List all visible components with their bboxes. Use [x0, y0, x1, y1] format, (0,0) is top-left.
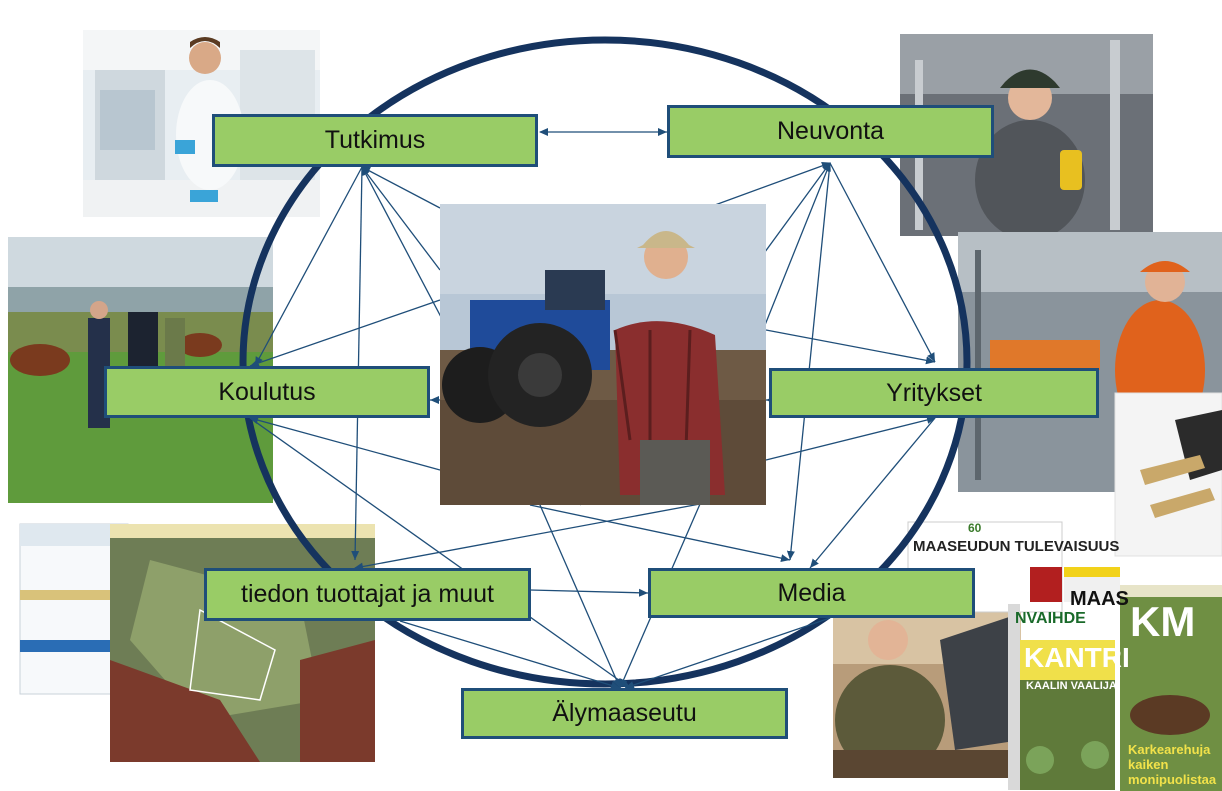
vaihde-text: NVAIHDE [1015, 610, 1086, 627]
farmer-with-tractor-photo [440, 204, 766, 505]
node-tutkimus: Tutkimus [212, 114, 538, 167]
km-magazine [1120, 585, 1222, 791]
advisor-photo [900, 34, 1153, 240]
node-tiedon: tiedon tuottajat ja muut [204, 568, 531, 621]
connection-arrow [361, 166, 441, 209]
kantri-magazine [1020, 640, 1115, 790]
connection-arrow [399, 620, 621, 690]
connection-arrow [249, 417, 631, 689]
connection-arrow [786, 162, 831, 561]
connection-arrow [529, 588, 649, 597]
newspaper-number: 60 [968, 521, 982, 535]
connection-arrow [714, 161, 831, 206]
kantri-title: KANTRI [1024, 642, 1130, 673]
connection-arrow [624, 617, 831, 689]
node-neuvonta: Neuvonta [667, 105, 994, 158]
kantri-subtitle: KAALIN VAALIJA [1026, 680, 1117, 692]
connection-arrow [829, 162, 936, 363]
newspaper-title: MAASEUDUN TULEVAISUUS [913, 538, 1120, 555]
connection-arrow [354, 503, 701, 571]
node-yritykset: Yritykset [769, 368, 1099, 418]
newspaper-partial-title: MAAS [1070, 588, 1129, 610]
node-alymaaseutu: Älymaaseutu [461, 688, 788, 739]
connection-arrow [254, 166, 363, 367]
connection-arrow [764, 162, 831, 326]
laptop-user-photo [833, 604, 1021, 778]
connection-arrow [765, 416, 936, 461]
connection-arrow [249, 416, 441, 471]
connection-arrow [351, 166, 363, 561]
node-koulutus: Koulutus [104, 366, 430, 418]
km-title: KM [1130, 598, 1196, 645]
connection-arrow [249, 299, 441, 367]
connection-arrow [529, 504, 791, 563]
km-headline: Karkearehuja kaiken monipuolistaa [1128, 742, 1217, 787]
sensor-device-photo [1114, 392, 1222, 557]
connection-arrow [809, 417, 936, 569]
connection-arrow [765, 329, 936, 365]
connection-arrow [361, 166, 441, 271]
magazine-strip [1008, 604, 1020, 790]
node-media: Media [648, 568, 975, 618]
connection-arrow [539, 504, 621, 689]
